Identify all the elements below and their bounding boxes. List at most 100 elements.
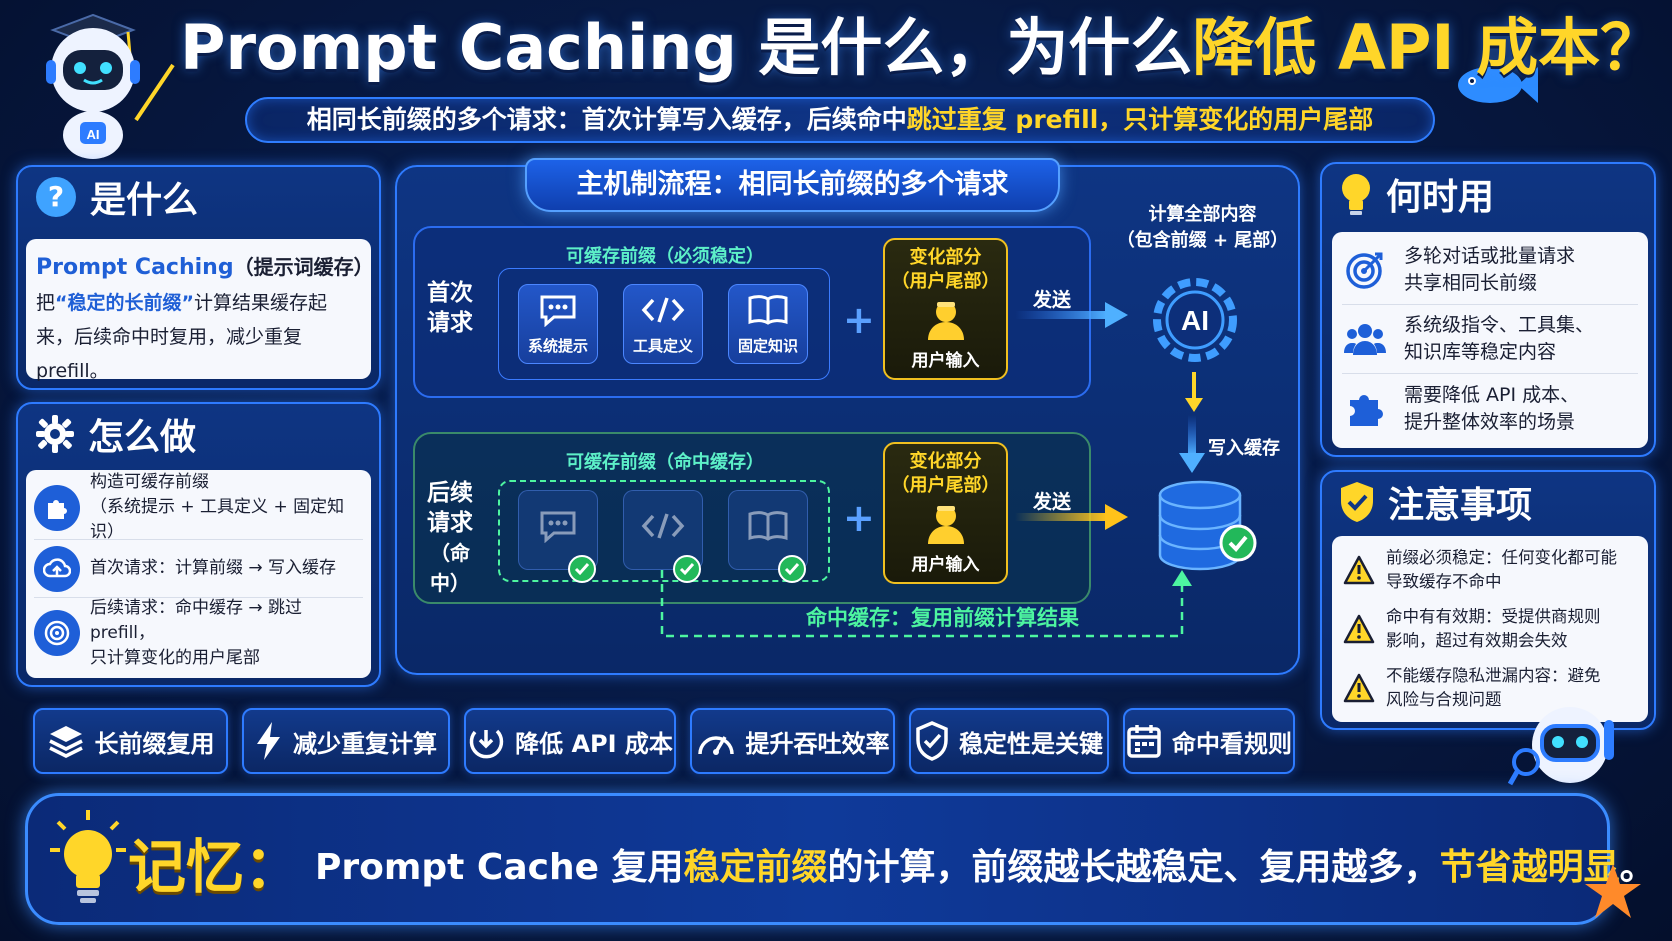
pill-stability: 稳定性是关键 — [909, 708, 1109, 774]
check-icon — [568, 555, 596, 583]
lightbulb-icon — [1338, 172, 1374, 216]
what-name-cn: （提示词缓存） — [233, 255, 374, 279]
pill-label: 命中看规则 — [1172, 729, 1292, 758]
title-part2: 降低 API 成本？ — [1192, 11, 1663, 84]
prefix-title-first: 可缓存前缀（必须稳定） — [566, 246, 764, 267]
how-item-line2: （系统提示 + 工具定义 + 固定知识） — [90, 497, 345, 542]
tile-system-prompt: 系统提示 — [518, 284, 598, 364]
memory-text3: 的计算，前缀越长越稳定、复用越多， — [827, 847, 1440, 888]
gear-icon — [34, 413, 76, 455]
pill-label: 减少重复计算 — [293, 729, 437, 758]
arrow-down-icon — [1183, 372, 1205, 418]
users-icon — [1342, 316, 1388, 362]
subsequent-label-line1: 后续 — [427, 480, 473, 506]
when-line2: 提升整体效率的场景 — [1404, 410, 1576, 433]
change-user-label: 用户输入 — [911, 351, 980, 371]
memory-text5: 。 — [1619, 847, 1656, 888]
caution-line2: 风险与合规问题 — [1386, 689, 1502, 709]
what-heading: 是什么 — [90, 180, 199, 221]
first-request-label: 首次 请求 — [420, 278, 480, 338]
what-name: Prompt Caching — [36, 255, 234, 280]
target-icon — [1342, 247, 1388, 293]
change-title2: （用户尾部） — [891, 271, 1000, 292]
when-line1: 需要降低 API 成本、 — [1404, 383, 1580, 406]
tile-fixed-knowledge: 固定知识 — [728, 284, 808, 364]
user-icon — [885, 298, 1006, 346]
book-icon — [746, 491, 790, 561]
code-icon — [641, 491, 685, 561]
change-part-subsequent: 变化部分（用户尾部） 用户输入 — [883, 442, 1008, 584]
what-desc-pre: 把 — [36, 292, 56, 314]
robot-mascot-diver — [1507, 700, 1638, 795]
when-line2: 知识库等稳定内容 — [1404, 341, 1557, 363]
what-desc-post: 计算结果缓存起来，后续命中时复用，减少重复 prefill。 — [36, 292, 328, 382]
how-panel: 怎么做 构造可缓存前缀 （系统提示 + 工具定义 + 固定知识） 首次请求：计算前… — [16, 402, 381, 687]
when-line2: 共享相同长前缀 — [1404, 272, 1538, 294]
subsequent-label-line3: （命中） — [430, 541, 470, 595]
hit-cache-label: 命中缓存：复用前缀计算结果 — [806, 606, 1079, 630]
compute-all-line1: 计算全部内容 — [1148, 204, 1257, 225]
caution-item: 命中有有效期：受提供商规则影响，超过有效期会失效 — [1342, 599, 1638, 658]
pill-lower-api-cost: 降低 API 成本 — [464, 708, 676, 774]
subsequent-label-line2: 请求 — [427, 510, 473, 536]
pill-label: 提升吞吐效率 — [745, 729, 890, 758]
send-label-subsequent: 发送 — [1033, 491, 1072, 513]
tile-label: 系统提示 — [527, 337, 588, 355]
caution-item: 前缀必须稳定：任何变化都可能导致缓存不命中 — [1342, 540, 1638, 599]
check-icon — [778, 555, 806, 583]
memory-text: Prompt Cache 复用稳定前缀的计算，前缀越长越稳定、复用越多，节省越明… — [315, 838, 1656, 890]
pill-label: 长前缀复用 — [94, 729, 215, 758]
memory-banner — [25, 793, 1610, 925]
robot-mascot-top: AI — [18, 10, 183, 160]
fish-decoration — [1450, 55, 1540, 115]
subtitle-part2: 跳过重复 prefill，只计算变化的用户尾部 — [906, 105, 1374, 134]
speedometer-icon — [696, 724, 736, 758]
tile-label: 工具定义 — [632, 337, 693, 355]
subtitle-part1: 相同长前缀的多个请求：首次计算写入缓存，后续命中 — [306, 105, 907, 134]
warning-icon — [1342, 672, 1376, 704]
database-icon — [1150, 475, 1260, 575]
tile-label: 固定知识 — [737, 337, 798, 355]
compute-all-label: 计算全部内容 （包含前缀 + 尾部） — [1110, 202, 1295, 254]
how-item-line2: 只计算变化的用户尾部 — [90, 647, 260, 668]
caution-line2: 导致缓存不命中 — [1386, 571, 1502, 591]
chat-icon — [538, 491, 578, 561]
tile-tool-definition-cached — [623, 490, 703, 570]
when-item: 多轮对话或批量请求共享相同长前缀 — [1342, 236, 1638, 305]
prefix-group-subsequent — [498, 480, 830, 582]
chat-icon — [538, 285, 578, 335]
when-line1: 系统级指令、工具集、 — [1404, 314, 1595, 336]
pill-reduce-compute: 减少重复计算 — [242, 708, 450, 774]
change-title1: 变化部分 — [909, 451, 982, 472]
how-item: 首次请求：计算前缀 → 写入缓存 — [34, 540, 363, 598]
puzzle-icon — [34, 484, 80, 531]
change-title2: （用户尾部） — [891, 475, 1000, 496]
check-icon — [673, 555, 701, 583]
arrow-right-icon — [1015, 300, 1130, 334]
how-item-line1: 构造可缓存前缀 — [90, 472, 209, 492]
memory-text1: Prompt Cache 复用 — [315, 847, 684, 888]
how-item: 构造可缓存前缀 （系统提示 + 工具定义 + 固定知识） — [34, 472, 363, 542]
how-heading: 怎么做 — [88, 417, 197, 458]
ai-label: AI — [1181, 305, 1209, 336]
memory-title: 记忆： — [128, 833, 303, 901]
caution-line1: 命中有有效期：受提供商规则 — [1386, 606, 1601, 626]
pill-long-prefix-reuse: 长前缀复用 — [33, 708, 228, 774]
code-icon — [641, 285, 685, 335]
what-panel: ? 是什么 Prompt Caching（提示词缓存） 把“稳定的长前缀”计算结… — [16, 165, 381, 390]
page-title: Prompt Caching 是什么，为什么降低 API 成本？ — [180, 8, 1662, 88]
when-item: 系统级指令、工具集、知识库等稳定内容 — [1342, 305, 1638, 374]
plus-icon: + — [843, 496, 875, 540]
cloud-upload-icon — [34, 545, 80, 592]
pill-throughput: 提升吞吐效率 — [690, 708, 895, 774]
warning-icon — [1342, 613, 1376, 645]
starfish-icon — [1583, 862, 1643, 922]
layers-icon — [47, 723, 85, 759]
memory-text4: 节省越明显 — [1439, 847, 1620, 888]
shield-check-icon — [915, 721, 949, 761]
memory-text2: 稳定前缀 — [683, 847, 828, 888]
compute-all-line2: （包含前缀 + 尾部） — [1116, 230, 1289, 251]
pill-label: 稳定性是关键 — [959, 729, 1103, 758]
target-icon — [34, 610, 80, 656]
caution-item: 不能缓存隐私泄漏内容：避免风险与合规问题 — [1342, 658, 1638, 717]
